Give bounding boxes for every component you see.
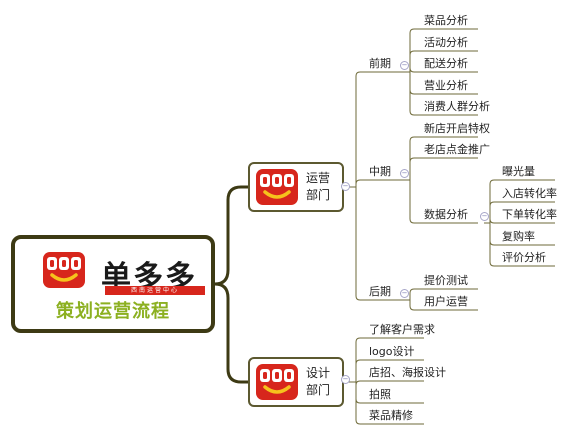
connector-line	[489, 179, 555, 223]
connector-line	[214, 282, 248, 384]
phase-middle[interactable]: 中期	[369, 165, 391, 178]
collapse-toggle-icon[interactable]: −	[341, 182, 350, 191]
data-analysis-item[interactable]: 下单转化率	[502, 208, 557, 221]
phase-late[interactable]: 后期	[369, 285, 391, 298]
connector-line	[355, 380, 424, 386]
late-item[interactable]: 用户运营	[424, 295, 468, 308]
ddd-logo-icon	[43, 252, 85, 288]
early-item[interactable]: 活动分析	[424, 36, 468, 49]
design-item[interactable]: 店招、海报设计	[369, 366, 446, 379]
connector-line	[409, 67, 478, 73]
collapse-toggle-icon[interactable]: −	[341, 375, 350, 384]
phase-early[interactable]: 前期	[369, 57, 391, 70]
data-analysis-item[interactable]: 入店转化率	[502, 187, 557, 200]
connector-line	[489, 218, 555, 224]
collapse-toggle-icon[interactable]: −	[400, 61, 409, 70]
design-item[interactable]: logo设计	[369, 345, 415, 358]
data-analysis-item[interactable]: 评价分析	[502, 251, 546, 264]
ops-dept-label: 运营 部门	[306, 171, 331, 202]
design-item[interactable]: 菜品精修	[369, 409, 413, 422]
design-item[interactable]: 了解客户需求	[369, 323, 435, 336]
root-node[interactable]: 单多多 西南运营中心 策划运营流程	[11, 235, 215, 333]
connector-line	[355, 71, 404, 187]
connector-line	[355, 359, 424, 382]
ops-dept-node[interactable]: 运营 部门	[248, 162, 344, 212]
early-item[interactable]: 配送分析	[424, 57, 468, 70]
connector-line	[409, 300, 478, 311]
connector-line	[355, 337, 424, 382]
design-dept-node[interactable]: 设计 部门	[248, 357, 344, 407]
connector-line	[489, 201, 555, 223]
data-analysis-node[interactable]: 数据分析	[424, 208, 468, 221]
collapse-toggle-icon[interactable]: −	[400, 169, 409, 178]
ddd-logo-icon	[256, 169, 298, 205]
early-item[interactable]: 营业分析	[424, 79, 468, 92]
connector-line	[409, 72, 478, 116]
ddd-logo-icon	[256, 364, 298, 400]
collapse-toggle-icon[interactable]: −	[480, 212, 489, 221]
late-item[interactable]: 提价测试	[424, 274, 468, 287]
data-analysis-item[interactable]: 复购率	[502, 230, 535, 243]
early-item[interactable]: 菜品分析	[424, 14, 468, 27]
connector-line	[409, 180, 478, 224]
connector-line	[489, 223, 555, 267]
connector-line	[214, 185, 248, 286]
connector-line	[409, 288, 478, 300]
collapse-toggle-icon[interactable]: −	[400, 289, 409, 298]
data-analysis-item[interactable]: 曝光量	[502, 165, 535, 178]
connector-line	[409, 50, 478, 72]
brand-subtitle: 西南运营中心	[105, 286, 205, 295]
connector-line	[355, 382, 424, 425]
connector-line	[355, 179, 404, 187]
root-title: 策划运营流程	[56, 301, 170, 322]
design-dept-label: 设计 部门	[306, 366, 331, 397]
middle-item[interactable]: 新店开启特权	[424, 122, 490, 135]
design-item[interactable]: 拍照	[369, 388, 391, 401]
middle-item[interactable]: 老店点金推广	[424, 143, 490, 156]
connector-line	[409, 136, 478, 180]
connector-line	[409, 28, 478, 72]
connector-line	[409, 157, 478, 180]
connector-line	[355, 187, 404, 301]
early-item[interactable]: 消费人群分析	[424, 100, 490, 113]
